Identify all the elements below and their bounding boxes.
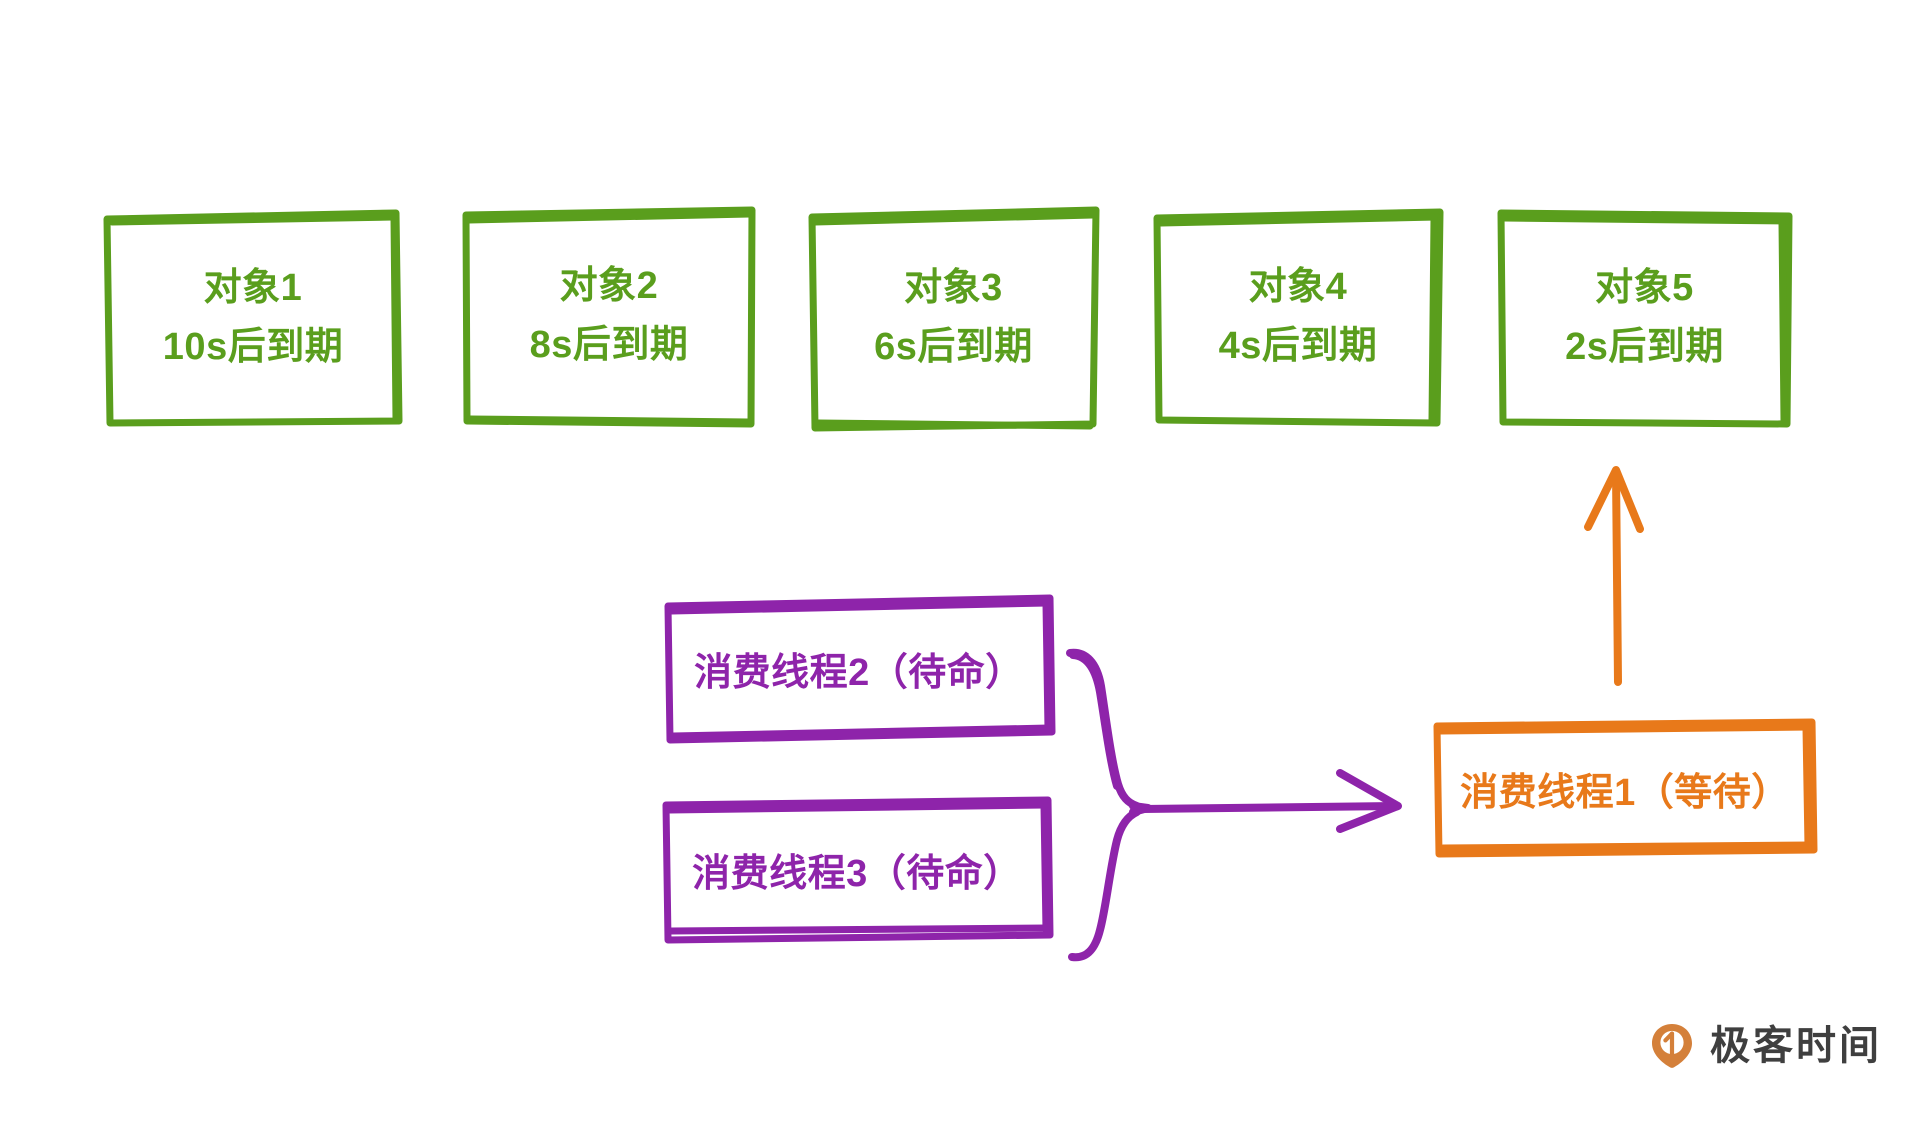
standby-thread-label: 消费线程2（待命） (694, 651, 1024, 694)
object-box-3: 对象3 6s后到期 (813, 212, 1094, 424)
object-name: 对象2 (559, 265, 659, 308)
standby-thread-box-3: 消费线程3（待命） (666, 801, 1048, 937)
object-box-2: 对象2 8s后到期 (466, 211, 752, 421)
object-name: 对象4 (1248, 266, 1348, 309)
object-box-1: 对象1 10s后到期 (107, 213, 399, 423)
object-expiry: 8s后到期 (529, 324, 689, 366)
standby-thread-label: 消费线程3（待命） (692, 852, 1022, 895)
object-box-4: 对象4 4s后到期 (1158, 213, 1438, 421)
object-name: 对象5 (1595, 267, 1694, 310)
object-name: 对象1 (203, 267, 303, 310)
waiting-thread-label: 消费线程1（等待） (1460, 771, 1790, 814)
object-expiry: 2s后到期 (1565, 326, 1724, 368)
brand-name: 极客时间 (1710, 1024, 1882, 1068)
geektime-logo-icon (1648, 1022, 1696, 1070)
waiting-thread-box-1: 消费线程1（等待） (1438, 724, 1812, 852)
brand-watermark: 极客时间 (1648, 1022, 1882, 1070)
object-name: 对象3 (904, 267, 1003, 310)
object-expiry: 4s后到期 (1218, 325, 1378, 367)
object-expiry: 10s后到期 (162, 326, 344, 368)
standby-thread-box-2: 消费线程2（待命） (668, 600, 1050, 736)
object-expiry: 6s后到期 (874, 326, 1033, 368)
object-box-5: 对象5 2s后到期 (1502, 214, 1787, 422)
